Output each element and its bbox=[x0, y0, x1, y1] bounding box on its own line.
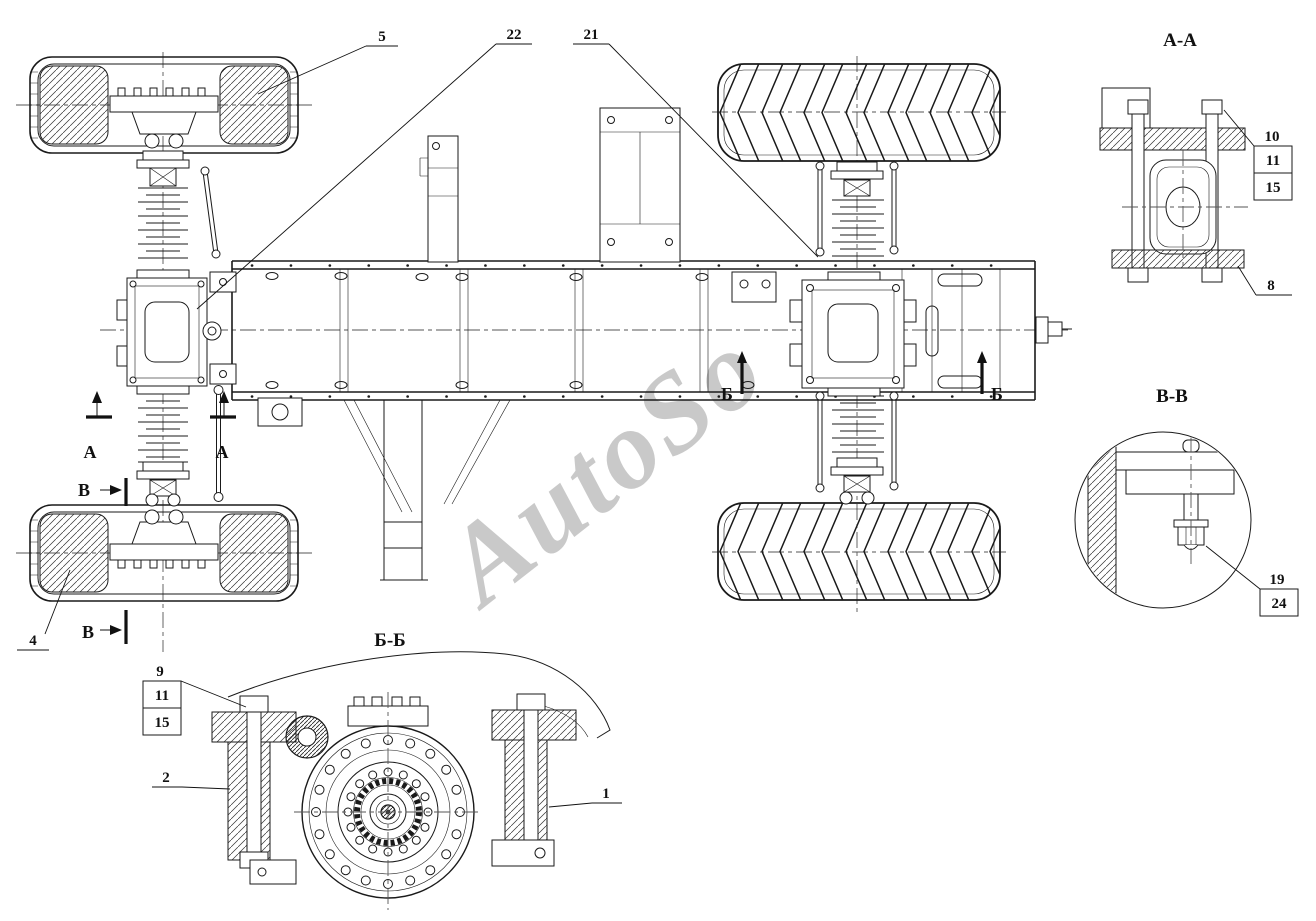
front-wheel-bottom bbox=[29, 504, 299, 602]
cut-marker-v-top: В bbox=[78, 478, 128, 506]
frame-upright-post bbox=[419, 135, 459, 263]
bb-right-bracket bbox=[491, 693, 577, 867]
rear-wheel-top bbox=[717, 63, 1001, 162]
section-view-vv: В-В 19 24 bbox=[1074, 386, 1299, 617]
frame-mount-bracket bbox=[599, 107, 681, 263]
section-vv-title: В-В bbox=[1156, 386, 1188, 407]
cut-label-a-left: А bbox=[84, 442, 97, 462]
rear-gearbox bbox=[789, 271, 917, 397]
cut-label-b-right: Б bbox=[991, 384, 1003, 404]
callout-4-label: 4 bbox=[29, 633, 37, 649]
cut-marker-a-left: А bbox=[84, 391, 112, 462]
vv-callout-19-label: 19 bbox=[1270, 572, 1285, 588]
bb-left-bracket bbox=[211, 695, 329, 885]
aa-callout-15-label: 15 bbox=[1266, 180, 1281, 196]
vv-callout-24-label: 24 bbox=[1272, 596, 1288, 612]
cut-marker-a-right: А bbox=[210, 391, 236, 462]
bb-callout-15-label: 15 bbox=[155, 715, 170, 731]
rear-wheel-bottom bbox=[717, 502, 1001, 601]
bb-final-drive bbox=[294, 692, 482, 910]
tow-hitch bbox=[1035, 316, 1072, 344]
bb-bolt-ring-outer bbox=[311, 735, 465, 889]
front-plate bbox=[257, 397, 303, 427]
bb-callout-9-label: 9 bbox=[156, 664, 164, 680]
front-gearbox bbox=[116, 269, 222, 395]
cut-label-b-left: Б bbox=[721, 384, 733, 404]
cut-marker-b-right: Б bbox=[977, 351, 1003, 404]
aa-callout-10-label: 10 bbox=[1265, 129, 1280, 145]
bb-callout-15: 15 bbox=[142, 707, 182, 736]
section-view-bb: Б-Б bbox=[142, 630, 622, 910]
callout-21-label: 21 bbox=[584, 27, 599, 43]
section-bb-title: Б-Б bbox=[374, 630, 405, 651]
aa-callout-11-label: 11 bbox=[1266, 153, 1280, 169]
chassis-frame bbox=[209, 107, 1072, 581]
aa-callout-11: 11 bbox=[1253, 145, 1293, 174]
bb-callout-2: 2 bbox=[152, 770, 231, 790]
front-wheel-top bbox=[29, 56, 299, 154]
callout-22: 22 bbox=[196, 27, 532, 310]
cut-label-v-bottom: В bbox=[82, 622, 94, 642]
rear-axle bbox=[789, 161, 917, 505]
frame-holes bbox=[265, 272, 755, 389]
callout-4: 4 bbox=[17, 569, 71, 651]
front-hub-bottom bbox=[109, 509, 219, 569]
bb-callout-2-label: 2 bbox=[162, 770, 170, 786]
bb-callout-1-label: 1 bbox=[602, 786, 610, 802]
cut-marker-b-left: Б bbox=[721, 351, 747, 404]
aa-callout-15: 15 bbox=[1253, 172, 1293, 201]
vv-callout-24: 24 bbox=[1259, 588, 1299, 617]
bb-bolt-ring-inner bbox=[343, 767, 433, 857]
aa-callout-8-label: 8 bbox=[1267, 278, 1275, 294]
section-view-aa: А-А 10 11 15 8 bbox=[1099, 30, 1293, 296]
bb-callout-11: 11 bbox=[142, 680, 182, 709]
callout-22-label: 22 bbox=[507, 27, 522, 43]
vv-callout-19: 19 bbox=[1205, 545, 1298, 590]
bb-callout-1: 1 bbox=[548, 786, 622, 808]
cut-label-a-right: А bbox=[216, 442, 229, 462]
callout-5: 5 bbox=[257, 29, 398, 95]
aa-callout-8: 8 bbox=[1237, 265, 1292, 296]
cut-label-v-top: В bbox=[78, 480, 90, 500]
vv-detail bbox=[1087, 433, 1243, 607]
section-aa-title: А-А bbox=[1163, 30, 1197, 51]
front-hub-top bbox=[109, 87, 219, 149]
front-axle bbox=[116, 150, 224, 507]
frame-lower-arm bbox=[343, 399, 511, 581]
callout-21: 21 bbox=[573, 27, 819, 258]
cut-marker-v-bottom: В bbox=[82, 610, 128, 644]
callout-5-label: 5 bbox=[378, 29, 386, 45]
bb-callout-11-label: 11 bbox=[155, 688, 169, 704]
